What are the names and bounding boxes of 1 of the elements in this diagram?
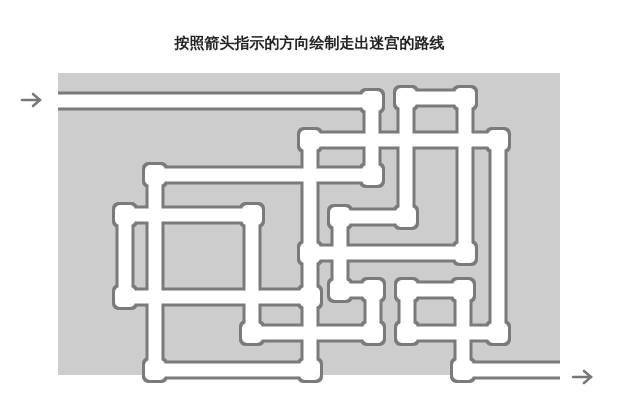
title: 按照箭头指示的方向绘制走出迷宫的路线 <box>174 34 444 53</box>
